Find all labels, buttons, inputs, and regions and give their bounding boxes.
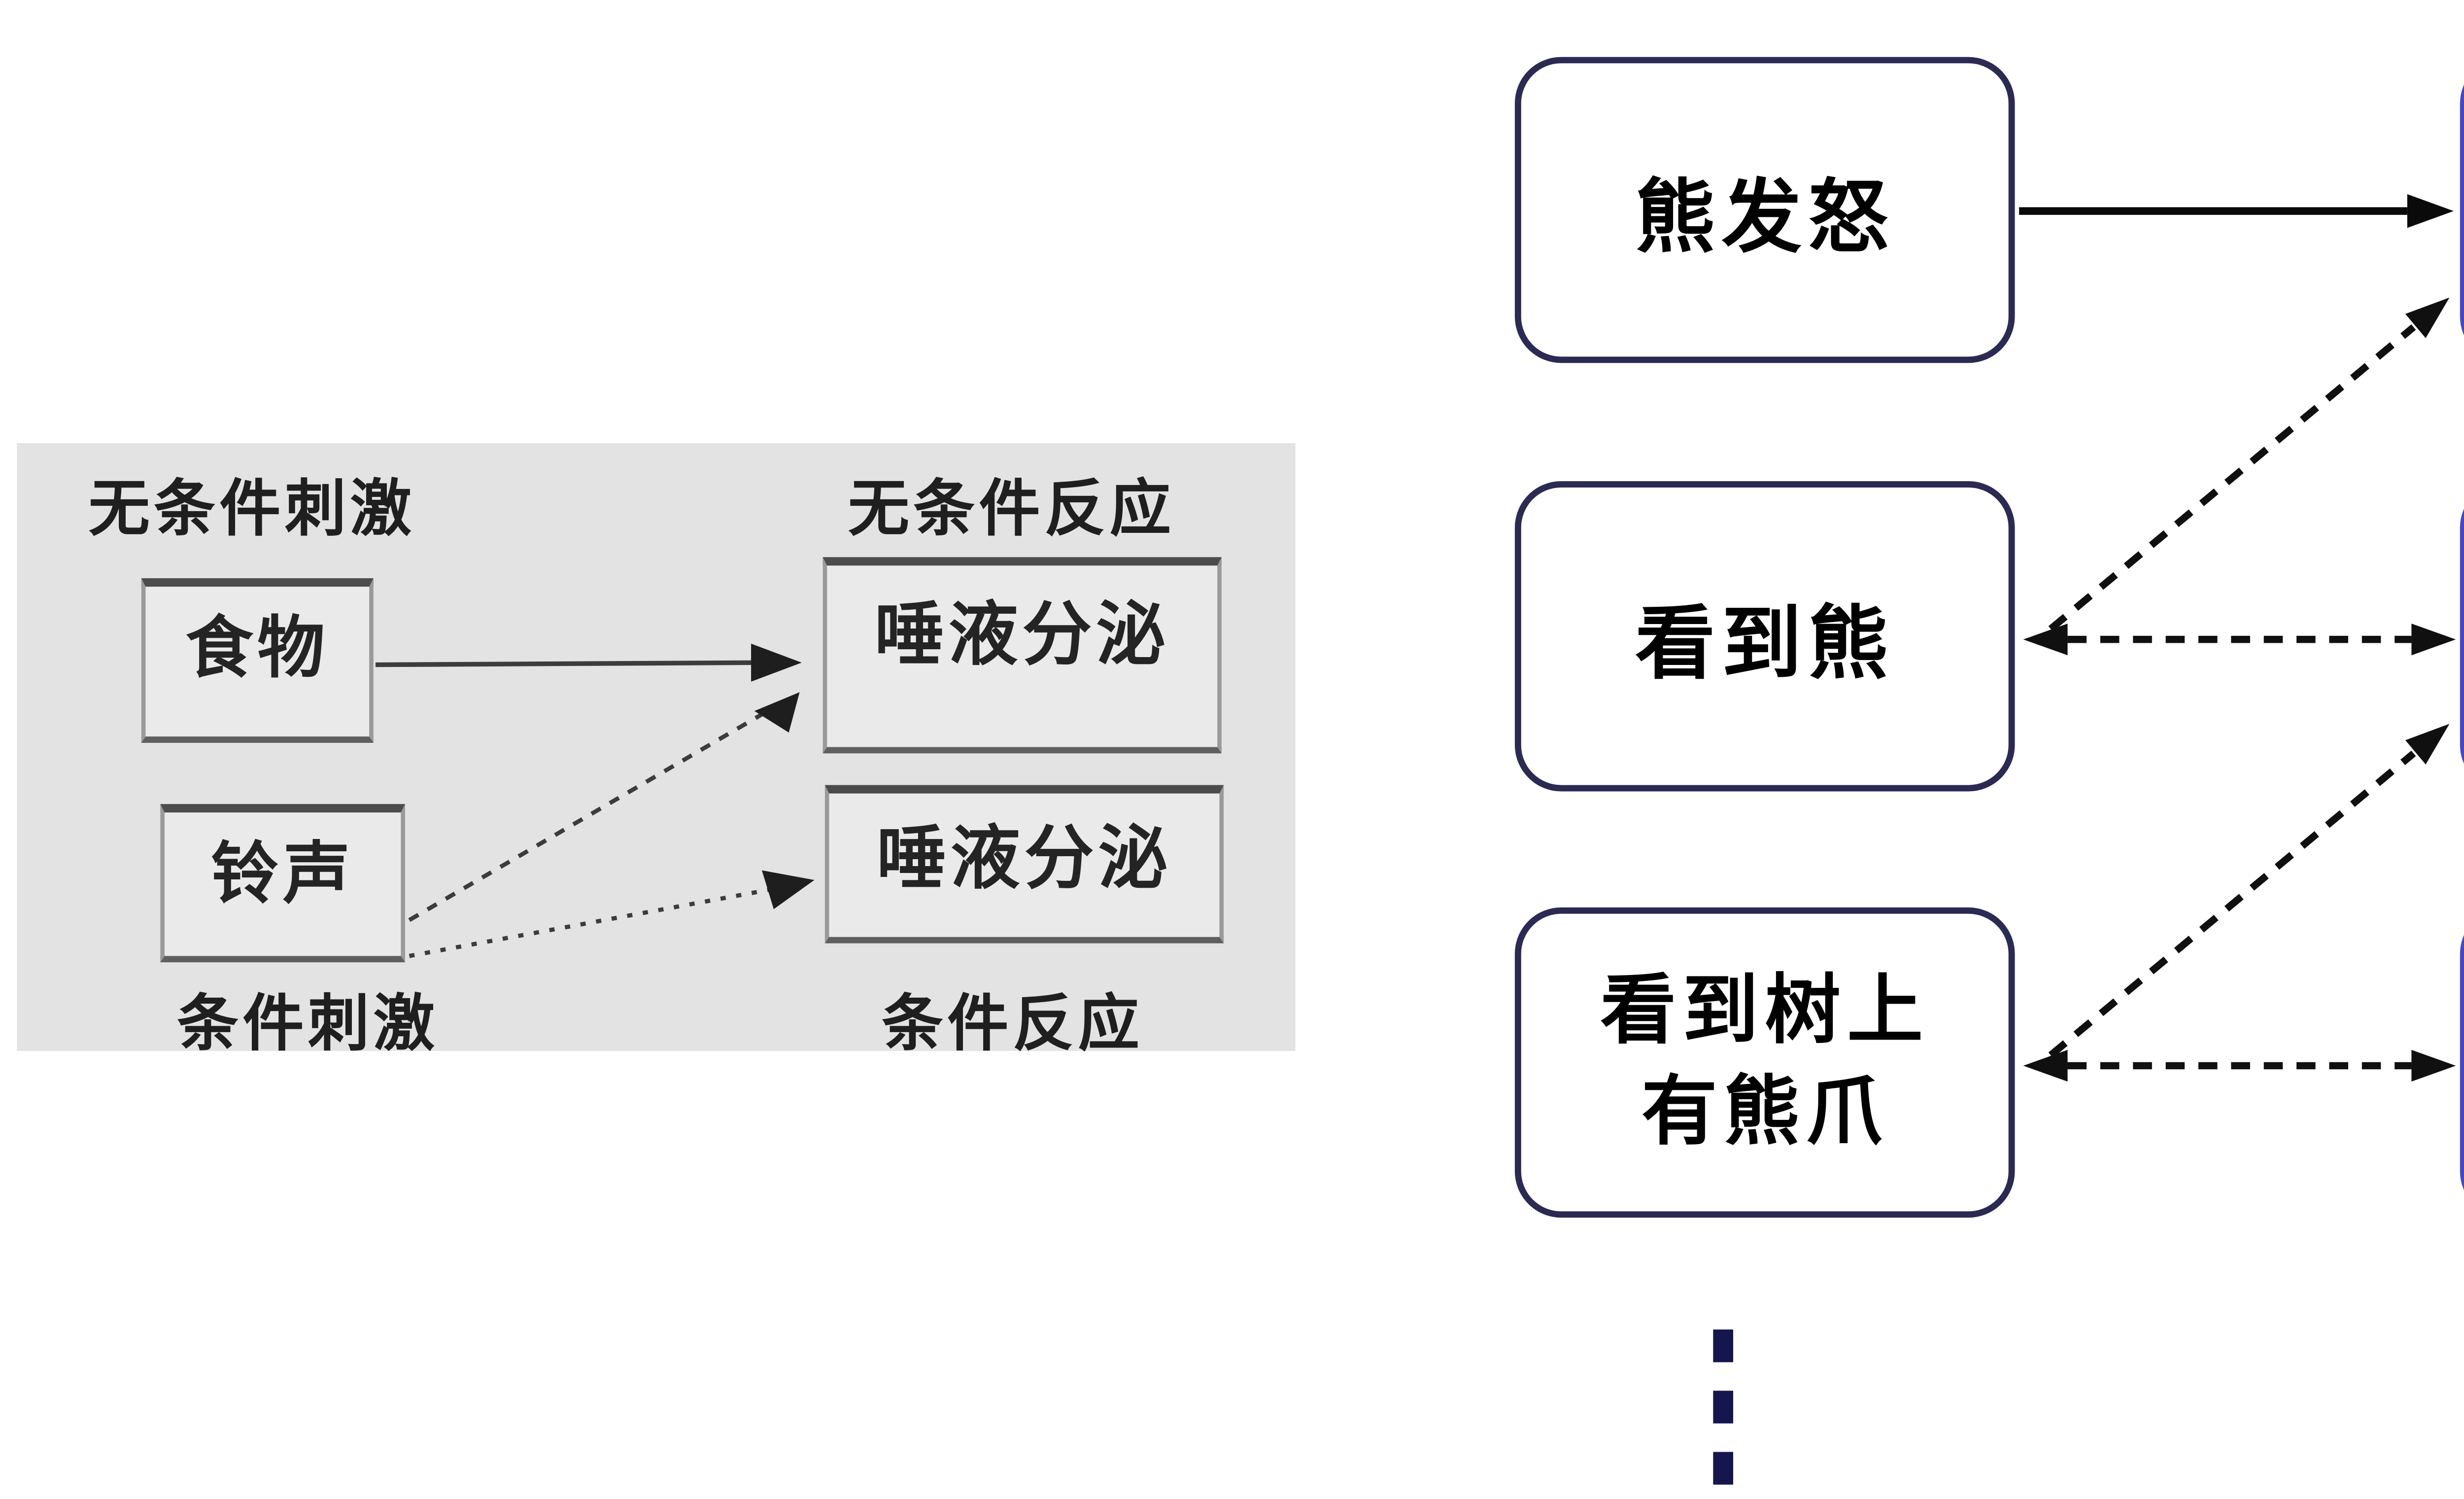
- arrowhead-into-v-s: [2411, 1049, 2456, 1082]
- arrowhead-into-see-bear: [2023, 624, 2068, 656]
- ellipsis-dot: [1713, 1452, 1734, 1485]
- ellipsis-dot: [1713, 1391, 1734, 1424]
- ellipsis-dot: [1713, 1329, 1734, 1362]
- state-box-see-bear: 看到熊: [1514, 481, 2015, 792]
- arrowhead-bear-angry-to-reward: [2407, 194, 2454, 228]
- state-box-claw-marks-label: 看到树上 有熊爪: [1600, 962, 1929, 1163]
- state-box-claw-marks: 看到树上 有熊爪: [1514, 907, 2015, 1218]
- arrowhead-bell-to-unconditioned-salivation: [754, 692, 800, 733]
- dashed-arrow-claw-marks-to-v-s-prime: [2048, 750, 2416, 1058]
- box-food: 食物: [141, 578, 374, 743]
- box-salivation-unconditioned: 唾液分泌: [822, 557, 1222, 754]
- arrowhead-food-to-salivation: [751, 643, 802, 682]
- label-unconditioned-response: 无条件反应: [848, 472, 1175, 545]
- arrowhead-into-claw-marks: [2023, 1049, 2068, 1082]
- state-box-bear-angry-label: 熊发怒: [1635, 169, 1895, 264]
- dashed-arrow-see-bear-to-reward: [2048, 324, 2416, 632]
- arrow-food-to-salivation: [376, 660, 755, 667]
- label-conditioned-stimulus: 条件刺激: [177, 987, 439, 1060]
- claw-marks-line2: 有熊爪: [1641, 1067, 1888, 1155]
- state-box-bear-angry: 熊发怒: [1514, 57, 2015, 363]
- label-unconditioned-stimulus: 无条件刺激: [88, 472, 416, 545]
- arrow-bell-to-unconditioned-salivation: [408, 711, 765, 922]
- arrowhead-see-bear-to-reward: [2405, 297, 2450, 339]
- classical-conditioning-panel: 无条件刺激 无条件反应 食物 唾液分泌 铃声 唾液分泌 条件刺激 条件反应: [17, 443, 1296, 1059]
- ellipsis-left-column: [1713, 1329, 1734, 1485]
- claw-marks-line1: 看到树上: [1600, 966, 1930, 1055]
- arrowhead-into-v-s-prime: [2411, 624, 2456, 656]
- conditioning-arrows: [376, 643, 815, 958]
- arrowhead-claw-marks-to-v-s-prime: [2405, 724, 2450, 765]
- state-box-see-bear-label: 看到熊: [1635, 595, 1895, 690]
- label-conditioned-response: 条件反应: [882, 987, 1144, 1060]
- box-salivation-conditioned: 唾液分泌: [824, 785, 1224, 943]
- box-bell: 铃声: [160, 804, 405, 963]
- arrowhead-bell-to-conditioned-salivation: [762, 870, 815, 909]
